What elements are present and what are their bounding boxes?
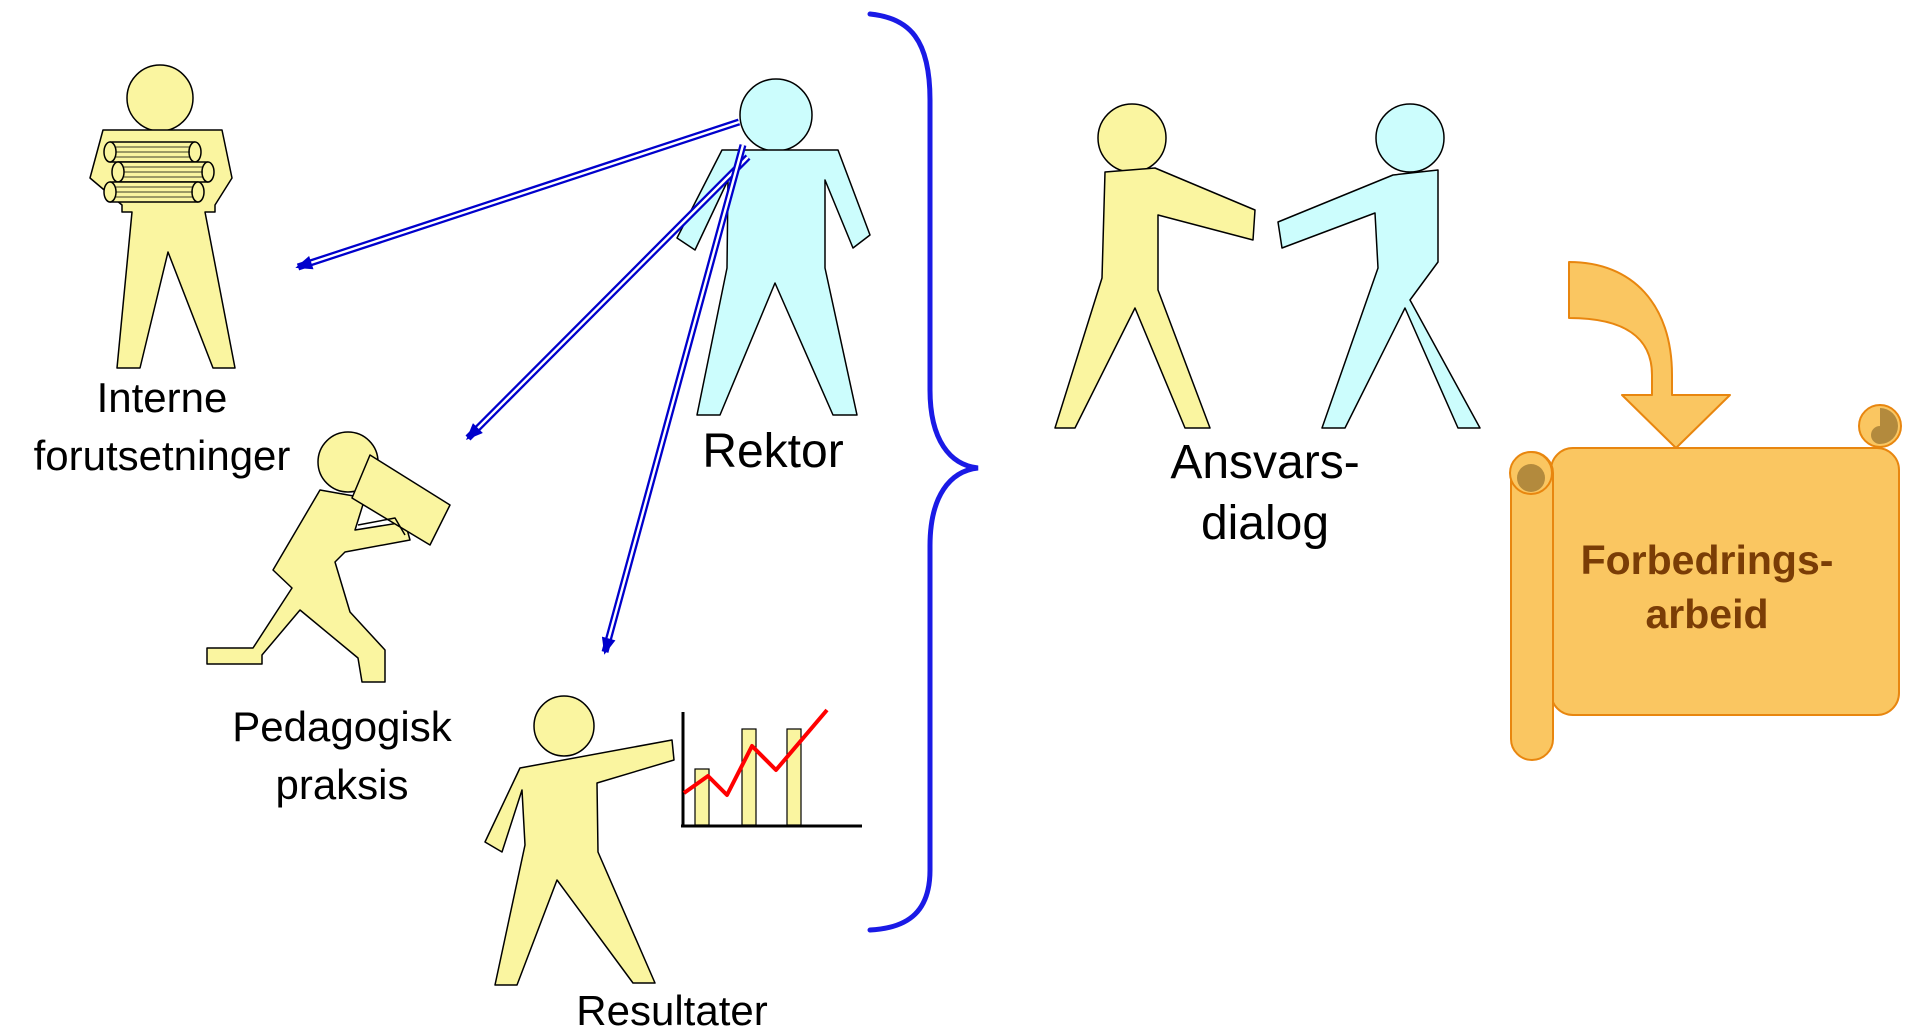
label-interne-line1: Interne xyxy=(97,374,228,421)
label-rektor: Rektor xyxy=(702,425,843,478)
arrow-to-pedagogisk xyxy=(465,154,751,441)
arrow-to-resultater xyxy=(601,144,747,655)
two-people-reaching-icon xyxy=(1054,103,1481,429)
arrow-to-interne xyxy=(295,118,741,271)
person-carrying-books-icon xyxy=(89,64,236,369)
grouping-brace xyxy=(867,11,979,933)
label-resultater: Resultater xyxy=(576,987,767,1032)
label-pedagogisk-line1: Pedagogisk xyxy=(232,703,452,750)
rektor-arrows xyxy=(295,118,751,655)
bar-line-chart-icon xyxy=(681,708,862,828)
label-interne-line2: forutsetninger xyxy=(34,432,291,479)
label-forbedring-line1: Forbedrings- xyxy=(1581,537,1834,583)
scroll-icon xyxy=(1509,404,1902,761)
person-rektor-icon xyxy=(676,78,871,416)
label-pedagogisk-line2: praksis xyxy=(275,761,408,808)
label-ansvar-line1: Ansvars- xyxy=(1170,436,1359,489)
label-ansvar-line2: dialog xyxy=(1201,497,1329,550)
label-forbedring-line2: arbeid xyxy=(1645,591,1768,637)
curved-down-arrow-icon xyxy=(1568,261,1731,449)
person-pointing-icon xyxy=(484,695,675,986)
person-carrying-box-icon xyxy=(206,431,451,683)
